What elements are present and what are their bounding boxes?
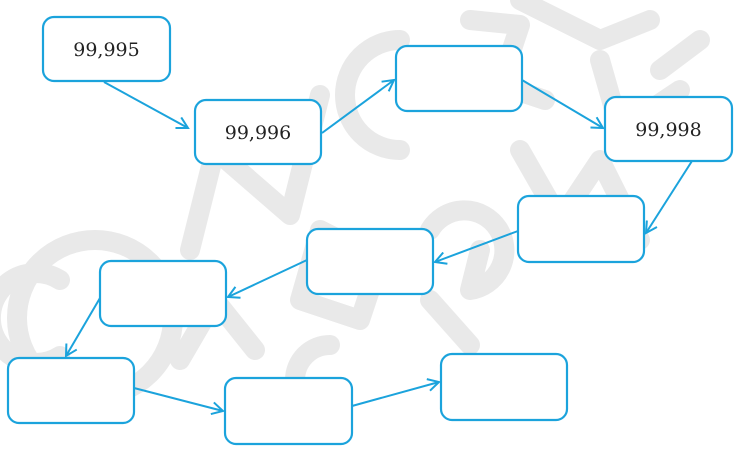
arrow-b8-to-b9 xyxy=(133,387,223,411)
box-value: 99,996 xyxy=(225,122,291,144)
arrows-layer xyxy=(66,79,693,411)
box-outline xyxy=(439,352,569,422)
number-box-4: 99,998 xyxy=(603,95,734,163)
box-value: 99,998 xyxy=(635,119,701,141)
number-box-8[interactable] xyxy=(6,356,136,425)
box-value: 99,995 xyxy=(73,39,139,61)
box-outline xyxy=(223,376,354,446)
box-outline xyxy=(41,15,172,83)
number-box-1: 99,995 xyxy=(41,15,172,83)
number-box-6[interactable] xyxy=(305,227,435,296)
number-box-5[interactable] xyxy=(516,194,646,264)
number-box-9[interactable] xyxy=(223,376,354,446)
arrow-b5-to-b6 xyxy=(435,230,519,262)
number-box-2: 99,996 xyxy=(193,98,323,166)
number-box-10[interactable] xyxy=(439,352,569,422)
box-outline xyxy=(603,95,734,163)
arrow-b9-to-b10 xyxy=(351,382,439,407)
arrow-b2-to-b3 xyxy=(321,80,394,134)
number-box-7[interactable] xyxy=(98,259,228,328)
box-outline xyxy=(305,227,435,296)
arrow-b7-to-b8 xyxy=(66,297,101,356)
box-outline xyxy=(516,194,646,264)
box-outline xyxy=(394,44,524,113)
boxes-layer: 99,995 99,996 99,998 xyxy=(6,15,734,446)
box-outline xyxy=(193,98,323,166)
box-outline xyxy=(6,356,136,425)
box-outline xyxy=(98,259,228,328)
arrow-b1-to-b2 xyxy=(103,81,188,128)
arrow-b3-to-b4 xyxy=(521,79,603,128)
number-box-3[interactable] xyxy=(394,44,524,113)
arrow-b4-to-b5 xyxy=(646,160,693,233)
arrow-b6-to-b7 xyxy=(228,259,308,297)
